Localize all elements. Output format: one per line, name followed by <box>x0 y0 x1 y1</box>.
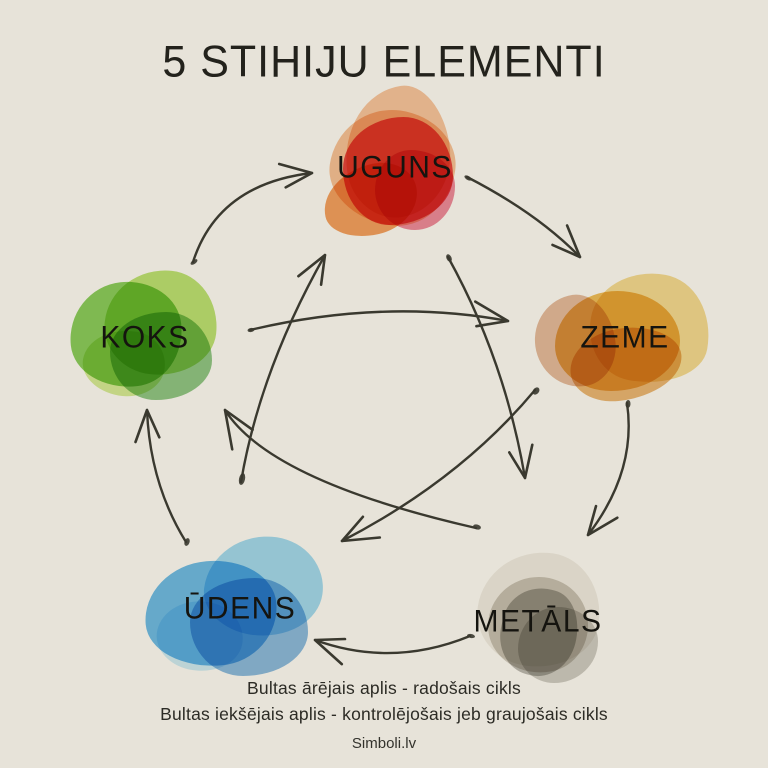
arrowhead-icon <box>313 637 347 666</box>
element-node-fire: UGUNS <box>315 80 475 245</box>
legend-outer-cycle-text: Bultas ārējais aplis - radošais cikls <box>247 678 521 698</box>
inner-arrow-earth-to-water <box>340 388 537 543</box>
wood-watercolor-blob <box>64 264 225 405</box>
inner-controlling-cycle <box>223 253 537 543</box>
page-title: 5 STIHIJU ELEMENTI <box>162 37 606 87</box>
arrowhead-icon <box>223 408 254 451</box>
element-label-metal: METĀLS <box>473 604 603 639</box>
arrowhead-icon <box>508 443 534 480</box>
outer-arrow-earth-to-metal <box>586 401 630 537</box>
legend-captions: Bultas ārējais aplis - radošais cikls Bu… <box>0 675 768 752</box>
arrowhead-icon <box>474 300 510 328</box>
arrowhead-icon <box>277 162 314 189</box>
arrowhead-icon <box>340 515 382 543</box>
element-node-wood: KOKS <box>64 264 225 405</box>
watermark-text: Simboli.lv <box>351 735 417 752</box>
outer-arrow-fire-to-earth <box>465 175 582 259</box>
arrowhead-icon <box>551 224 582 259</box>
element-label-water: ŪDENS <box>183 590 297 626</box>
arrowhead-icon <box>297 253 327 286</box>
earth-watercolor-blob <box>528 263 719 406</box>
element-node-metal: METĀLS <box>463 544 613 692</box>
water-watercolor-blob <box>140 528 335 681</box>
inner-arrow-fire-to-metal <box>446 255 527 480</box>
outer-arrow-wood-to-fire <box>191 171 314 264</box>
outer-creative-cycle <box>134 162 630 666</box>
element-label-wood: KOKS <box>100 319 190 355</box>
inner-arrow-metal-to-wood <box>223 408 478 530</box>
inner-arrow-water-to-fire <box>239 253 327 484</box>
outer-arrow-metal-to-water <box>313 634 472 655</box>
outer-arrow-water-to-wood <box>145 408 188 544</box>
ink-tail-dots <box>184 175 631 639</box>
arrowhead-icon <box>586 504 619 537</box>
element-label-fire: UGUNS <box>337 149 453 185</box>
arrowhead-icon <box>134 408 161 444</box>
element-node-water: ŪDENS <box>140 528 335 681</box>
metal-watercolor-blob <box>463 544 613 692</box>
element-node-earth: ZEME <box>528 263 719 406</box>
legend-inner-cycle-text: Bultas iekšējais aplis - kontrolējošais … <box>160 704 608 724</box>
fire-watercolor-blob <box>315 80 475 245</box>
element-label-earth: ZEME <box>580 320 670 355</box>
